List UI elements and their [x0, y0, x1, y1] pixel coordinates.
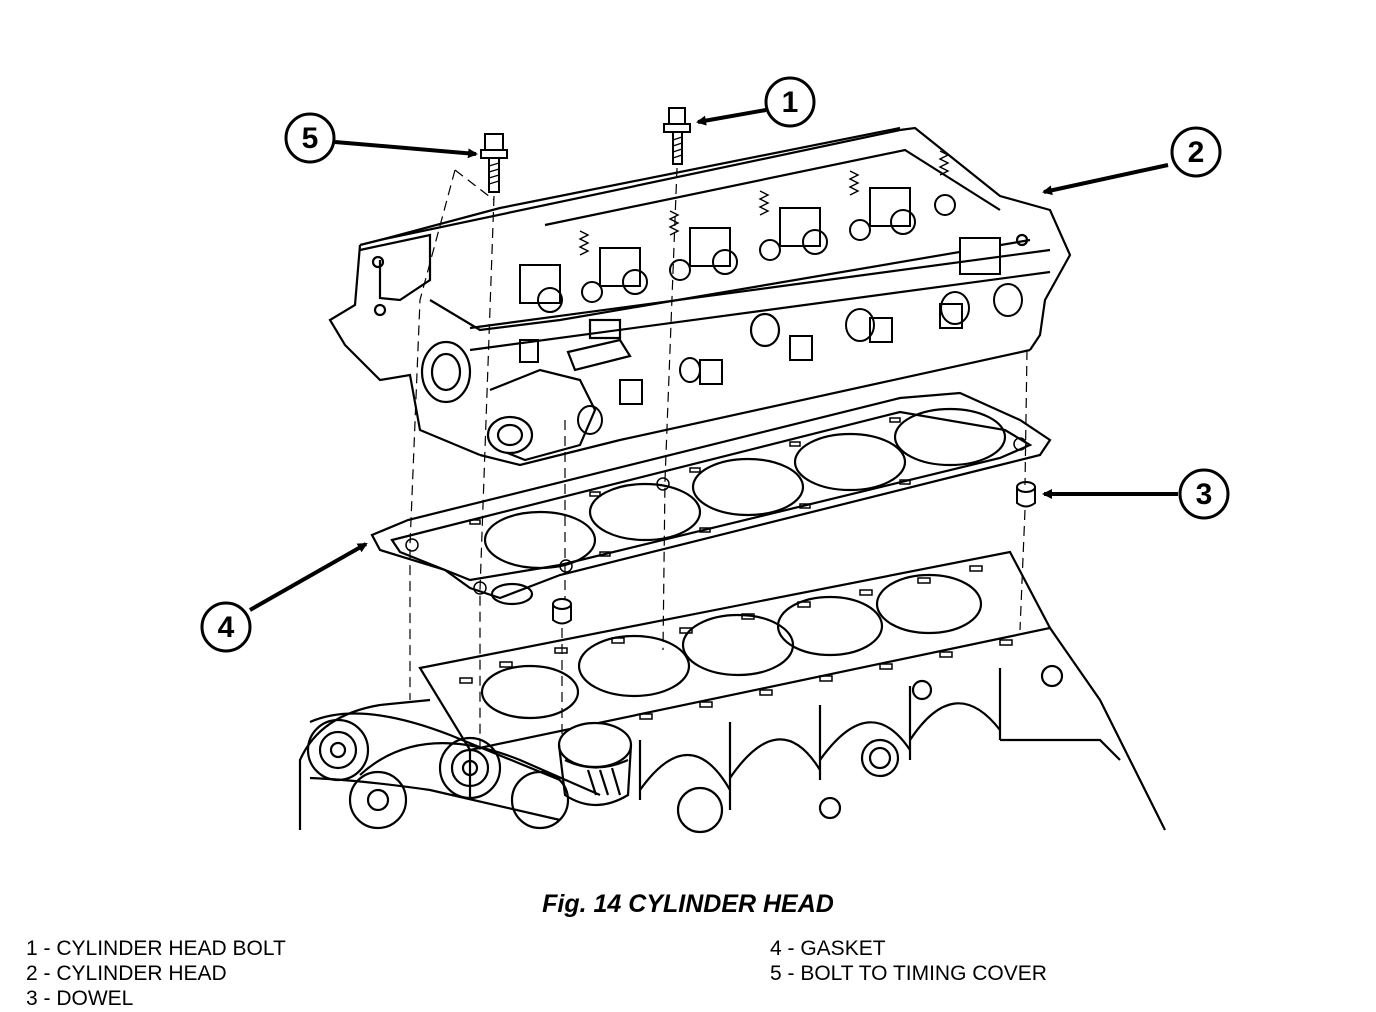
dowel-block	[552, 598, 572, 625]
leader-lines	[249, 108, 1178, 612]
exploded-view-diagram: 1 2 3 4 5	[200, 76, 1230, 834]
callout-2: 2	[1170, 126, 1222, 178]
head-gasket	[370, 391, 1052, 606]
legend-item: 5 - BOLT TO TIMING COVER	[770, 962, 1047, 985]
alignment-lines	[409, 167, 1028, 750]
legend-right-column: 4 - GASKET 5 - BOLT TO TIMING COVER	[770, 936, 1047, 986]
engine-block	[298, 550, 1166, 834]
callout-4-label: 4	[218, 611, 235, 644]
cylinder-head	[328, 126, 1072, 467]
callout-1-label: 1	[782, 86, 799, 119]
legend-item: 4 - GASKET	[770, 937, 886, 960]
dowel	[1016, 481, 1036, 508]
callout-3: 3	[1178, 468, 1230, 520]
callout-3-label: 3	[1196, 478, 1213, 511]
legend-item: 1 - CYLINDER HEAD BOLT	[26, 937, 286, 960]
callout-5-label: 5	[302, 122, 319, 155]
legend-item: 3 - DOWEL	[26, 987, 134, 1010]
callout-1: 1	[764, 76, 816, 128]
callout-4: 4	[200, 601, 252, 653]
callout-2-label: 2	[1188, 136, 1205, 169]
figure-caption: Fig. 14 CYLINDER HEAD	[542, 890, 834, 918]
callout-5: 5	[284, 112, 336, 164]
legend-item: 2 - CYLINDER HEAD	[26, 962, 227, 985]
cylinder-head-bolt	[663, 107, 691, 165]
bolt-to-timing-cover	[480, 133, 508, 193]
legend-left-column: 1 - CYLINDER HEAD BOLT 2 - CYLINDER HEAD…	[26, 936, 286, 1011]
